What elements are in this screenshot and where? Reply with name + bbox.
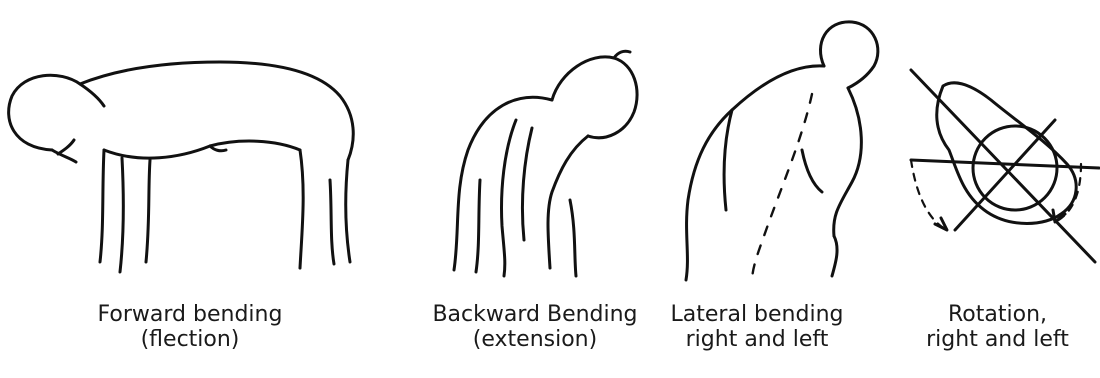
panel-lateral-bending: Lateral bending right and left [652,0,892,378]
caption-line2: right and left [642,327,872,352]
caption-lateral: Lateral bending right and left [642,302,872,352]
rotation-illustration [895,0,1100,300]
caption-line2: (extension) [400,327,670,352]
caption-backward: Backward Bending (extension) [400,302,670,352]
backward-bending-illustration [420,0,650,300]
caption-line1: Backward Bending [400,302,670,327]
caption-line1: Lateral bending [642,302,872,327]
caption-rotation: Rotation, right and left [895,302,1100,352]
panel-forward-bending: Forward bending (flection) [0,0,370,378]
forward-bending-illustration [0,0,370,300]
panel-backward-bending: Backward Bending (extension) [420,0,650,378]
caption-line1: Forward bending [80,302,300,327]
caption-line1: Rotation, [895,302,1100,327]
caption-line2: (flection) [80,327,300,352]
panel-rotation: Rotation, right and left [895,0,1100,378]
lateral-bending-illustration [652,0,892,300]
caption-line2: right and left [895,327,1100,352]
caption-forward: Forward bending (flection) [80,302,300,352]
